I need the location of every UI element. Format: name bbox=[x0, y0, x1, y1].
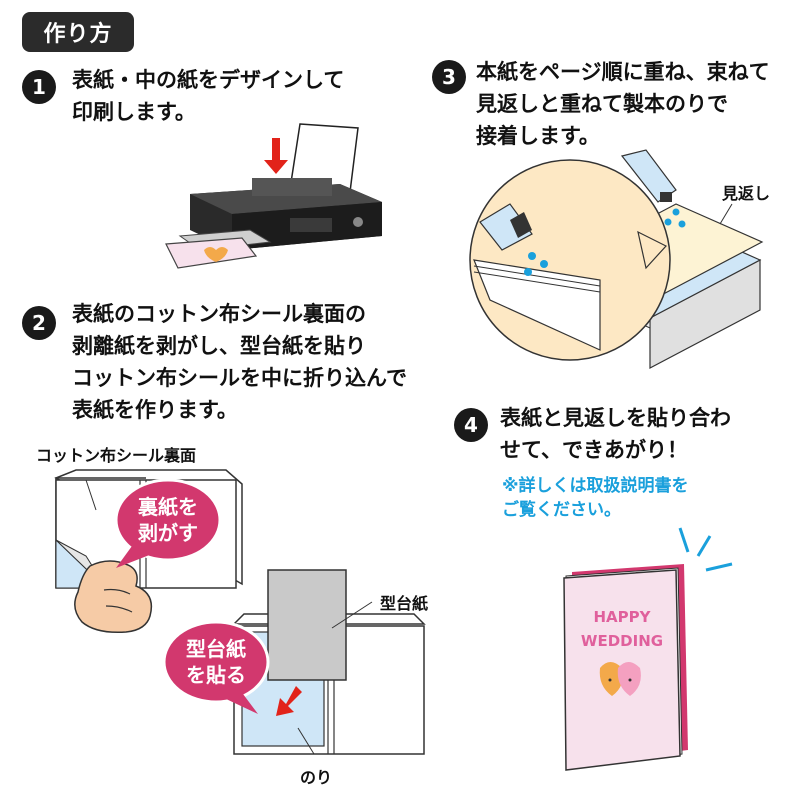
bubble-peel-line: 裏紙を bbox=[137, 495, 198, 519]
step-2-number: 2 bbox=[22, 306, 56, 340]
bubble-peel-line: 剥がす bbox=[138, 521, 198, 545]
printer-illustration bbox=[165, 123, 382, 269]
step-1-number: 1 bbox=[22, 70, 56, 104]
card-text-happy: HAPPY bbox=[593, 608, 651, 626]
label-cotton-back: コットン布シール裏面 bbox=[36, 446, 197, 465]
step-3-line: 見返しと重ねて製本のりで bbox=[476, 92, 728, 116]
binding-illustration bbox=[469, 149, 764, 369]
bubble-stick-line: 型台紙 bbox=[186, 637, 246, 661]
finished-card-illustration: HAPPY WEDDING bbox=[563, 527, 733, 771]
step-2-line: 表紙を作ります。 bbox=[72, 398, 238, 422]
label-glue: のり bbox=[300, 768, 333, 787]
step-3-text: 本紙をページ順に重ね、束ねて 見返しと重ねて製本のりで 接着します。 bbox=[476, 56, 770, 152]
manual-note: ※詳しくは取扱説明書を ご覧ください。 bbox=[502, 474, 689, 522]
label-katadaishi: 型台紙 bbox=[380, 594, 429, 613]
step-4-line: 表紙と見返しを貼り合わ bbox=[500, 406, 731, 430]
arrow-icon bbox=[276, 686, 302, 716]
manual-note-line: ご覧ください。 bbox=[502, 500, 621, 520]
bubble-stick: 型台紙 を貼る bbox=[162, 620, 270, 714]
step-1-line: 印刷します。 bbox=[72, 100, 196, 124]
bubble-peel: 裏紙を 剥がす bbox=[114, 478, 222, 568]
step-2-text: 表紙のコットン布シール裏面の 剥離紙を剥がし、型台紙を貼り コットン布シールを中… bbox=[72, 298, 407, 426]
step-1-line: 表紙・中の紙をデザインして bbox=[72, 68, 345, 92]
step-4-text: 表紙と見返しを貼り合わ せて、できあがり！ bbox=[500, 402, 731, 466]
arrow-down-icon bbox=[264, 138, 288, 174]
bubble-stick-line: を貼る bbox=[186, 663, 246, 687]
step-3-number: 3 bbox=[432, 60, 466, 94]
manual-note-line: ※詳しくは取扱説明書を bbox=[502, 476, 689, 496]
step-2-line: コットン布シールを中に折り込んで bbox=[72, 366, 407, 390]
page-title: 作り方 bbox=[22, 12, 134, 52]
step-2-line: 表紙のコットン布シール裏面の bbox=[72, 302, 366, 326]
step-3-line: 接着します。 bbox=[476, 124, 600, 148]
step-4-line: せて、できあがり！ bbox=[500, 438, 688, 462]
step-4-number: 4 bbox=[454, 408, 488, 442]
label-mikaeshi: 見返し bbox=[722, 184, 771, 203]
card-text-wedding: WEDDING bbox=[581, 632, 663, 650]
step-1-text: 表紙・中の紙をデザインして 印刷します。 bbox=[72, 64, 344, 128]
step-2-line: 剥離紙を剥がし、型台紙を貼り bbox=[72, 334, 366, 358]
step-3-line: 本紙をページ順に重ね、束ねて bbox=[476, 60, 770, 84]
